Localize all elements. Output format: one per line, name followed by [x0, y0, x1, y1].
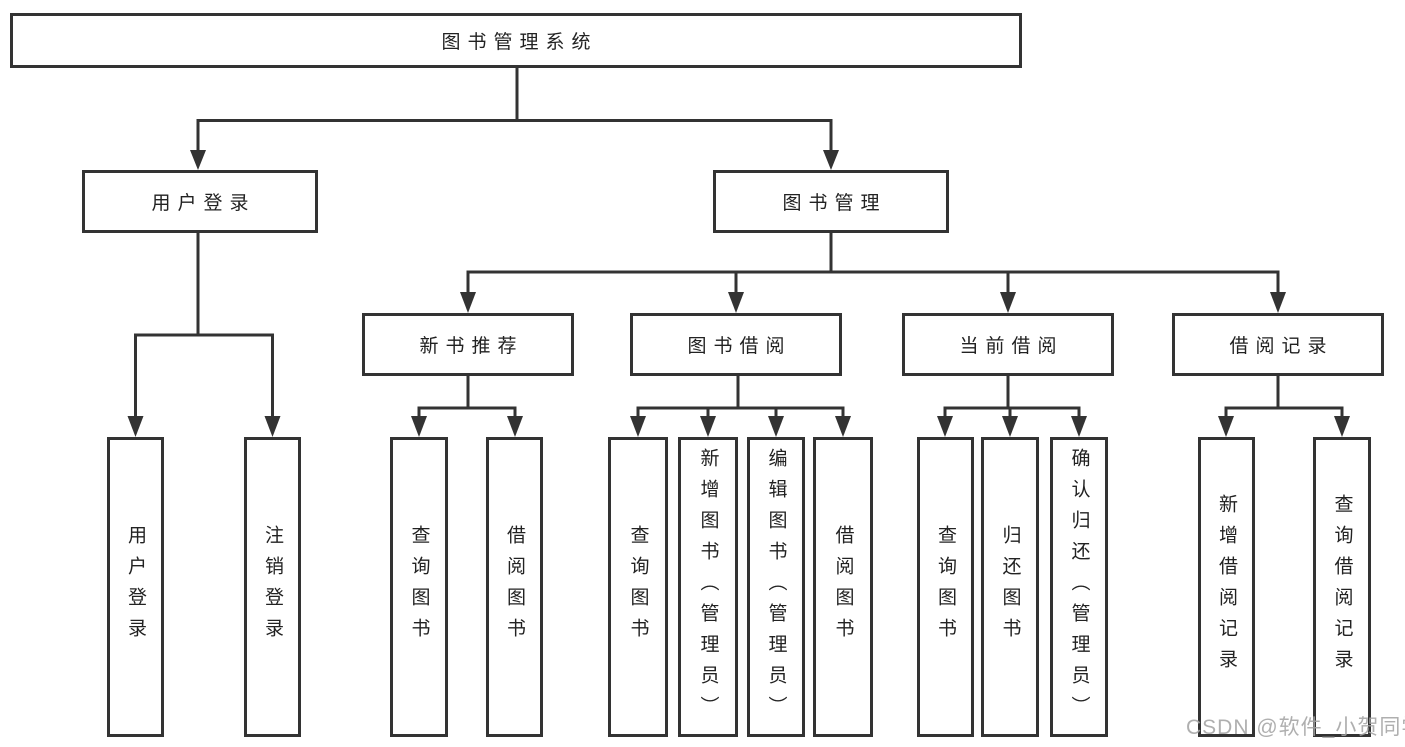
leaf-borrow-books-recommend: 借阅图书: [486, 437, 543, 737]
node-new-book-recommendation: 新书推荐: [362, 313, 574, 376]
node-current-borrowing: 当前借阅: [902, 313, 1114, 376]
leaf-confirm-return-admin: 确认归还（管理员）: [1050, 437, 1108, 737]
leaf-add-borrow-record: 新增借阅记录: [1198, 437, 1255, 737]
leaf-edit-books-admin: 编辑图书（管理员）: [747, 437, 805, 737]
leaf-borrow-books-borrowing: 借阅图书: [813, 437, 873, 737]
node-book-borrowing: 图书借阅: [630, 313, 842, 376]
node-library-management-system: 图书管理系统: [10, 13, 1022, 68]
leaf-user-login: 用户登录: [107, 437, 164, 737]
arrowhead-icons: [127, 150, 1350, 437]
node-borrowing-records: 借阅记录: [1172, 313, 1384, 376]
node-book-management: 图书管理: [713, 170, 949, 233]
leaf-add-books-admin: 新增图书（管理员）: [678, 437, 738, 737]
leaf-return-books: 归还图书: [981, 437, 1039, 737]
leaf-logout: 注销登录: [244, 437, 301, 737]
node-user-login: 用户登录: [82, 170, 318, 233]
watermark: CSDN @软件_小贺同学: [1186, 716, 1405, 739]
leaf-query-books-recommend: 查询图书: [390, 437, 448, 737]
leaf-query-books-borrowing: 查询图书: [608, 437, 668, 737]
leaf-query-books-current: 查询图书: [917, 437, 974, 737]
leaf-query-borrow-record: 查询借阅记录: [1313, 437, 1371, 737]
